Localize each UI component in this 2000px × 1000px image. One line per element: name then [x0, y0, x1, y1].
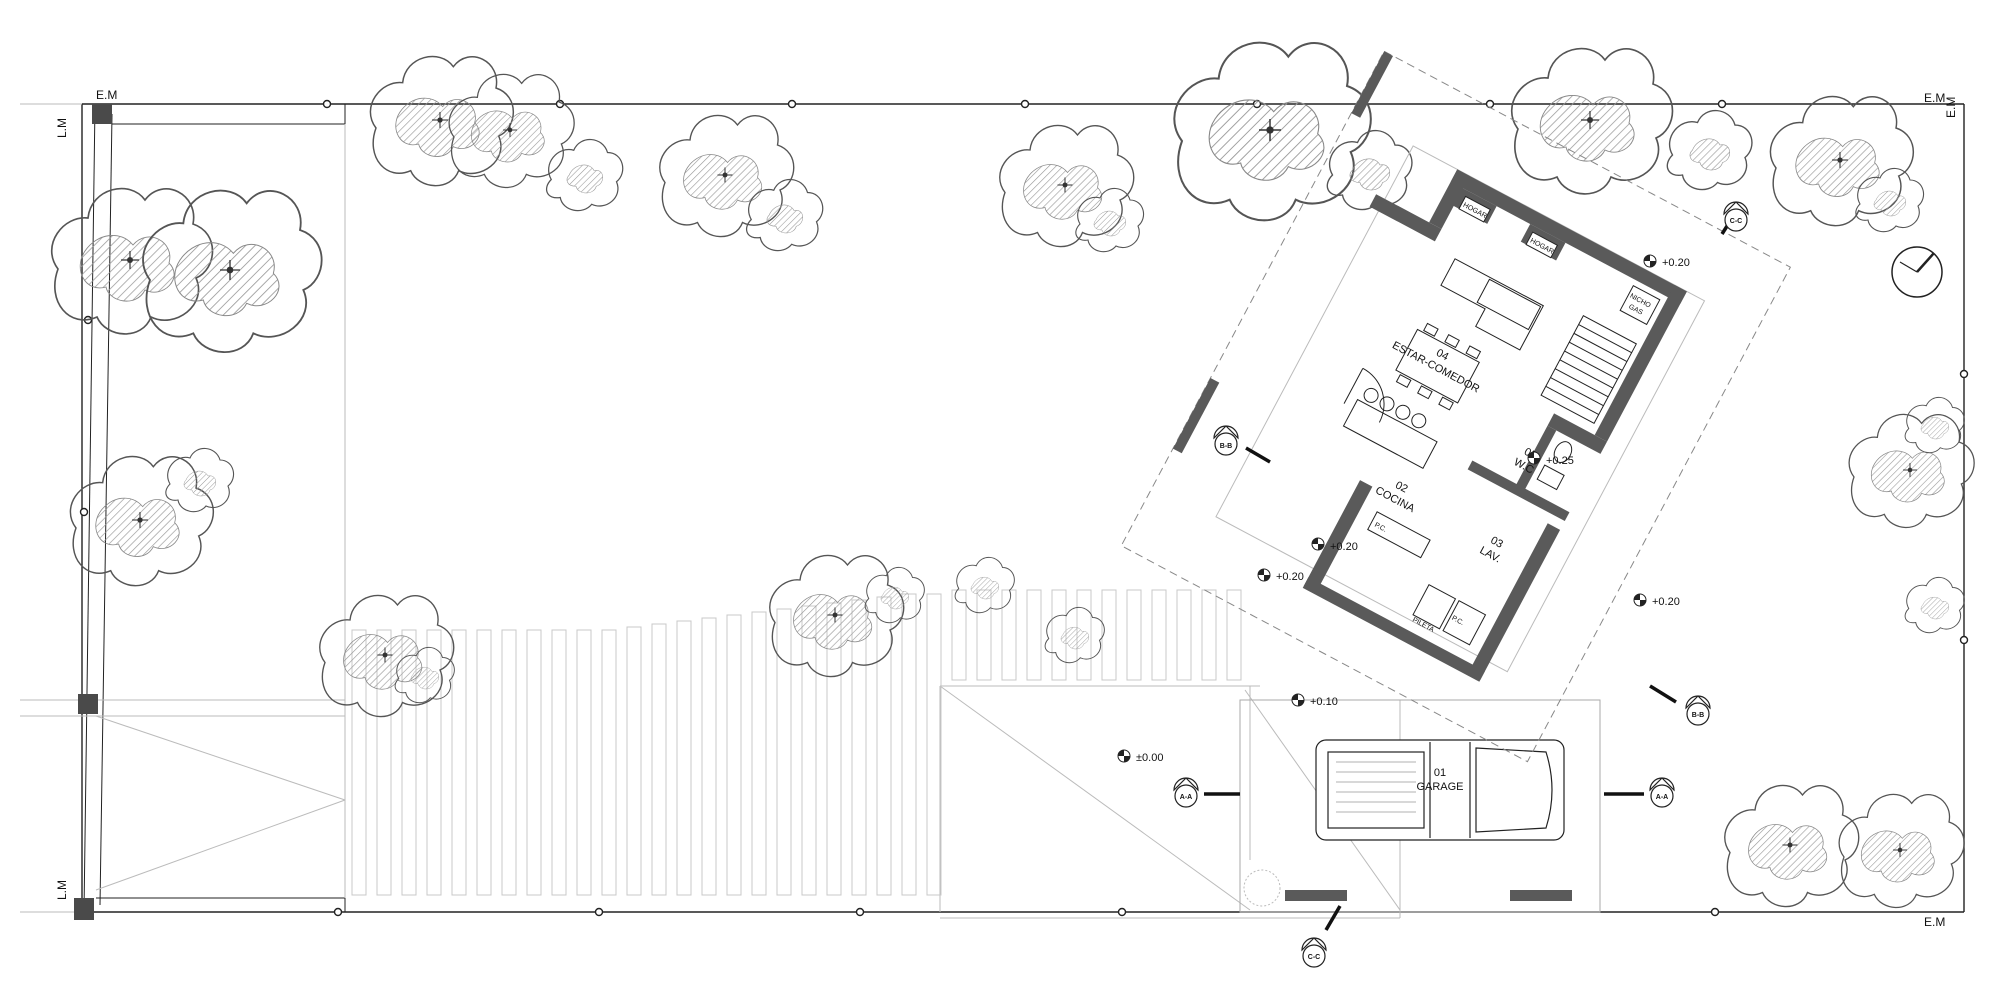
garage	[1239, 699, 1601, 913]
room-number-lav: 03	[1488, 534, 1504, 550]
room-number-cocina: 02	[1393, 479, 1409, 495]
lm-label-bottom: L.M	[55, 880, 69, 900]
room-number-estar: 04	[1434, 347, 1450, 363]
lm-label-top: L.M	[55, 118, 69, 138]
perimeter-nodes	[79, 99, 1969, 917]
section-mark-label: A-A	[1180, 794, 1192, 801]
level-mark: +0.20	[1662, 257, 1690, 269]
level-markers: +0.20 +0.25 +0.20 +0.20 +0.20 +0.10 ±0.0…	[1117, 254, 1690, 764]
wc-fixtures	[1536, 441, 1573, 491]
car-icon	[1315, 739, 1565, 841]
level-mark: +0.20	[1276, 571, 1304, 583]
lot-boundary	[81, 103, 1965, 913]
stair	[1540, 315, 1638, 425]
boundary-posts	[74, 104, 112, 920]
section-mark-label: C-C	[1308, 954, 1320, 961]
section-marks: B-B B-B C-C C-C A-A A-A	[1173, 201, 1749, 968]
level-mark: +0.20	[1652, 596, 1680, 608]
level-mark: +0.10	[1310, 696, 1338, 708]
em-label-bottom-right: E.M	[1924, 915, 1945, 929]
level-mark: ±0.00	[1136, 752, 1163, 764]
level-mark: +0.20	[1330, 541, 1358, 553]
em-label-top-right: E.M	[1924, 91, 1945, 105]
light-site-lines	[20, 103, 1401, 919]
em-label-right-vertical: E.M	[1944, 97, 1958, 118]
dining-table-icon	[1395, 322, 1482, 411]
section-mark-label: B-B	[1692, 712, 1704, 719]
em-label-top-left: E.M	[96, 88, 117, 102]
section-mark-label: A-A	[1656, 794, 1668, 801]
walls	[1172, 51, 1687, 682]
section-mark-label: B-B	[1220, 443, 1232, 450]
house: 04 ESTAR-COMEDOR 02 COCINA 05 W.C 03 LAV…	[1120, 50, 1792, 763]
level-mark: +0.25	[1546, 455, 1574, 467]
section-mark-label: C-C	[1730, 218, 1742, 225]
paving-strips	[351, 589, 1242, 896]
sofa-icon	[1440, 258, 1545, 351]
room-name-garage: GARAGE	[1416, 781, 1463, 793]
north-arrow-icon	[1891, 246, 1943, 298]
room-number-garage: 01	[1434, 767, 1446, 779]
vegetation	[50, 41, 1975, 909]
